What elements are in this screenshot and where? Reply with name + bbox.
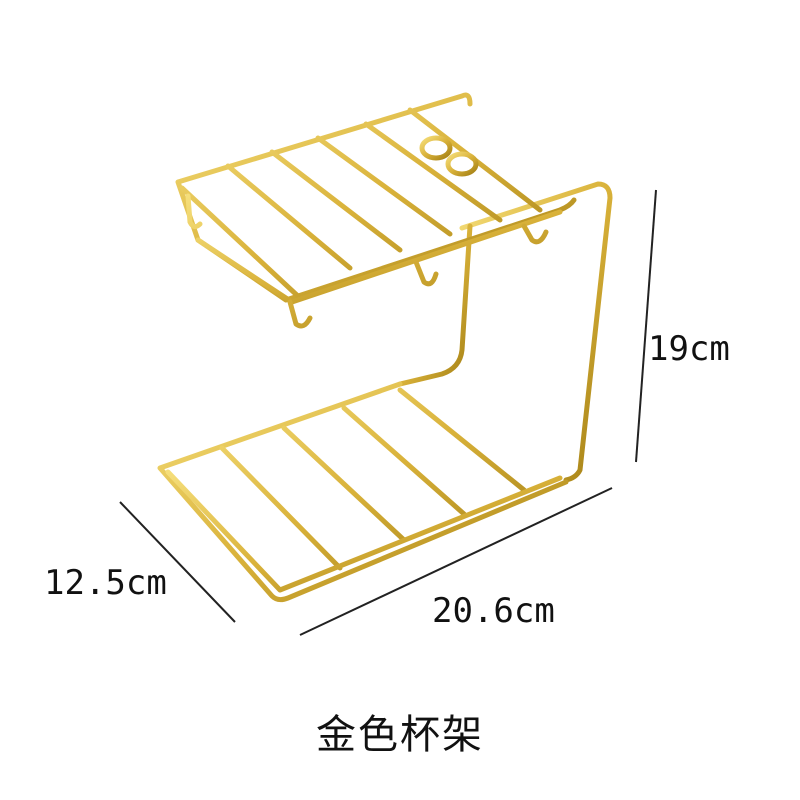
upper-shelf-hooks [185, 193, 549, 329]
product-caption: 金色杯架 [316, 712, 484, 758]
rack-back-inner-frame [397, 223, 473, 387]
gold-cup-rack [157, 92, 613, 603]
width-label: 20.6cm [432, 591, 555, 631]
width-dimension-line [299, 487, 613, 636]
upper-shelf-ring [419, 135, 453, 161]
height-dimension-line [635, 189, 657, 463]
lower-shelf-frame [157, 381, 569, 603]
rack-back-frame [459, 181, 613, 483]
depth-dimension-line [119, 501, 236, 623]
lower-shelf-inner-rail [165, 469, 563, 593]
depth-label: 12.5cm [44, 563, 167, 603]
upper-shelf-frame [175, 92, 577, 303]
upper-shelf-bars [179, 107, 543, 301]
height-label: 19cm [648, 329, 730, 369]
upper-shelf-ring [445, 151, 479, 177]
lower-shelf-bars [219, 387, 527, 571]
